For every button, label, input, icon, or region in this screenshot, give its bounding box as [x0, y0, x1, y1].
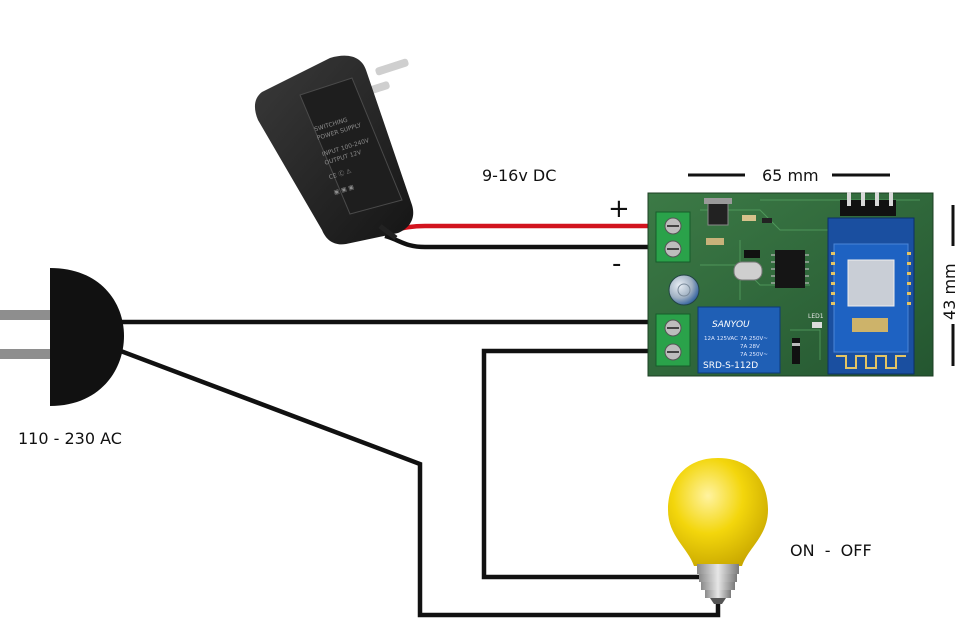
plug-pin-bottom	[0, 349, 55, 359]
wire-relay-to-bulb	[481, 348, 706, 580]
positive-wire	[384, 223, 662, 235]
relay: SANYOU 12A 125VAC 7A 250V~ 7A 28V 7A 250…	[697, 306, 781, 374]
mains-label: 110 - 230 AC	[18, 429, 122, 448]
light-bulb	[668, 458, 768, 604]
negative-label: -	[612, 249, 621, 279]
bluetooth-module	[827, 217, 915, 375]
led-label: LED1	[808, 313, 824, 320]
positive-label: +	[608, 194, 630, 224]
voltage-label: 9-16v DC	[482, 166, 556, 185]
relay-model: SRD-S-112D	[703, 361, 758, 371]
power-adapter: SWITCHING POWER SUPPLY INPUT 100-240V OU…	[254, 55, 414, 245]
dc-wires	[384, 223, 662, 250]
relay-rating-1: 12A 125VAC	[704, 336, 738, 342]
height-label: 43 mm	[940, 263, 959, 320]
relay-rating-3: 7A 28V	[740, 344, 760, 350]
wire-neutral-to-bulb	[117, 347, 721, 618]
header-pins	[840, 192, 896, 216]
relay-board: SANYOU 12A 125VAC 7A 250V~ 7A 28V 7A 250…	[647, 192, 934, 377]
plug-pin-top	[0, 310, 55, 320]
relay-rating-4: 7A 250V~	[740, 352, 768, 358]
relay-terminal-block	[655, 313, 691, 367]
negative-wire	[384, 233, 662, 250]
dimension-markers	[688, 173, 955, 366]
relay-rating-2: 7A 250V~	[740, 336, 768, 342]
capacitor	[668, 274, 700, 306]
mains-plug	[0, 268, 124, 406]
plug-body	[50, 268, 124, 406]
switch-label: ON - OFF	[790, 541, 872, 560]
relay-brand: SANYOU	[712, 320, 750, 330]
dc-terminal-block	[655, 211, 691, 263]
mains-wires	[117, 319, 721, 618]
width-label: 65 mm	[762, 166, 819, 185]
